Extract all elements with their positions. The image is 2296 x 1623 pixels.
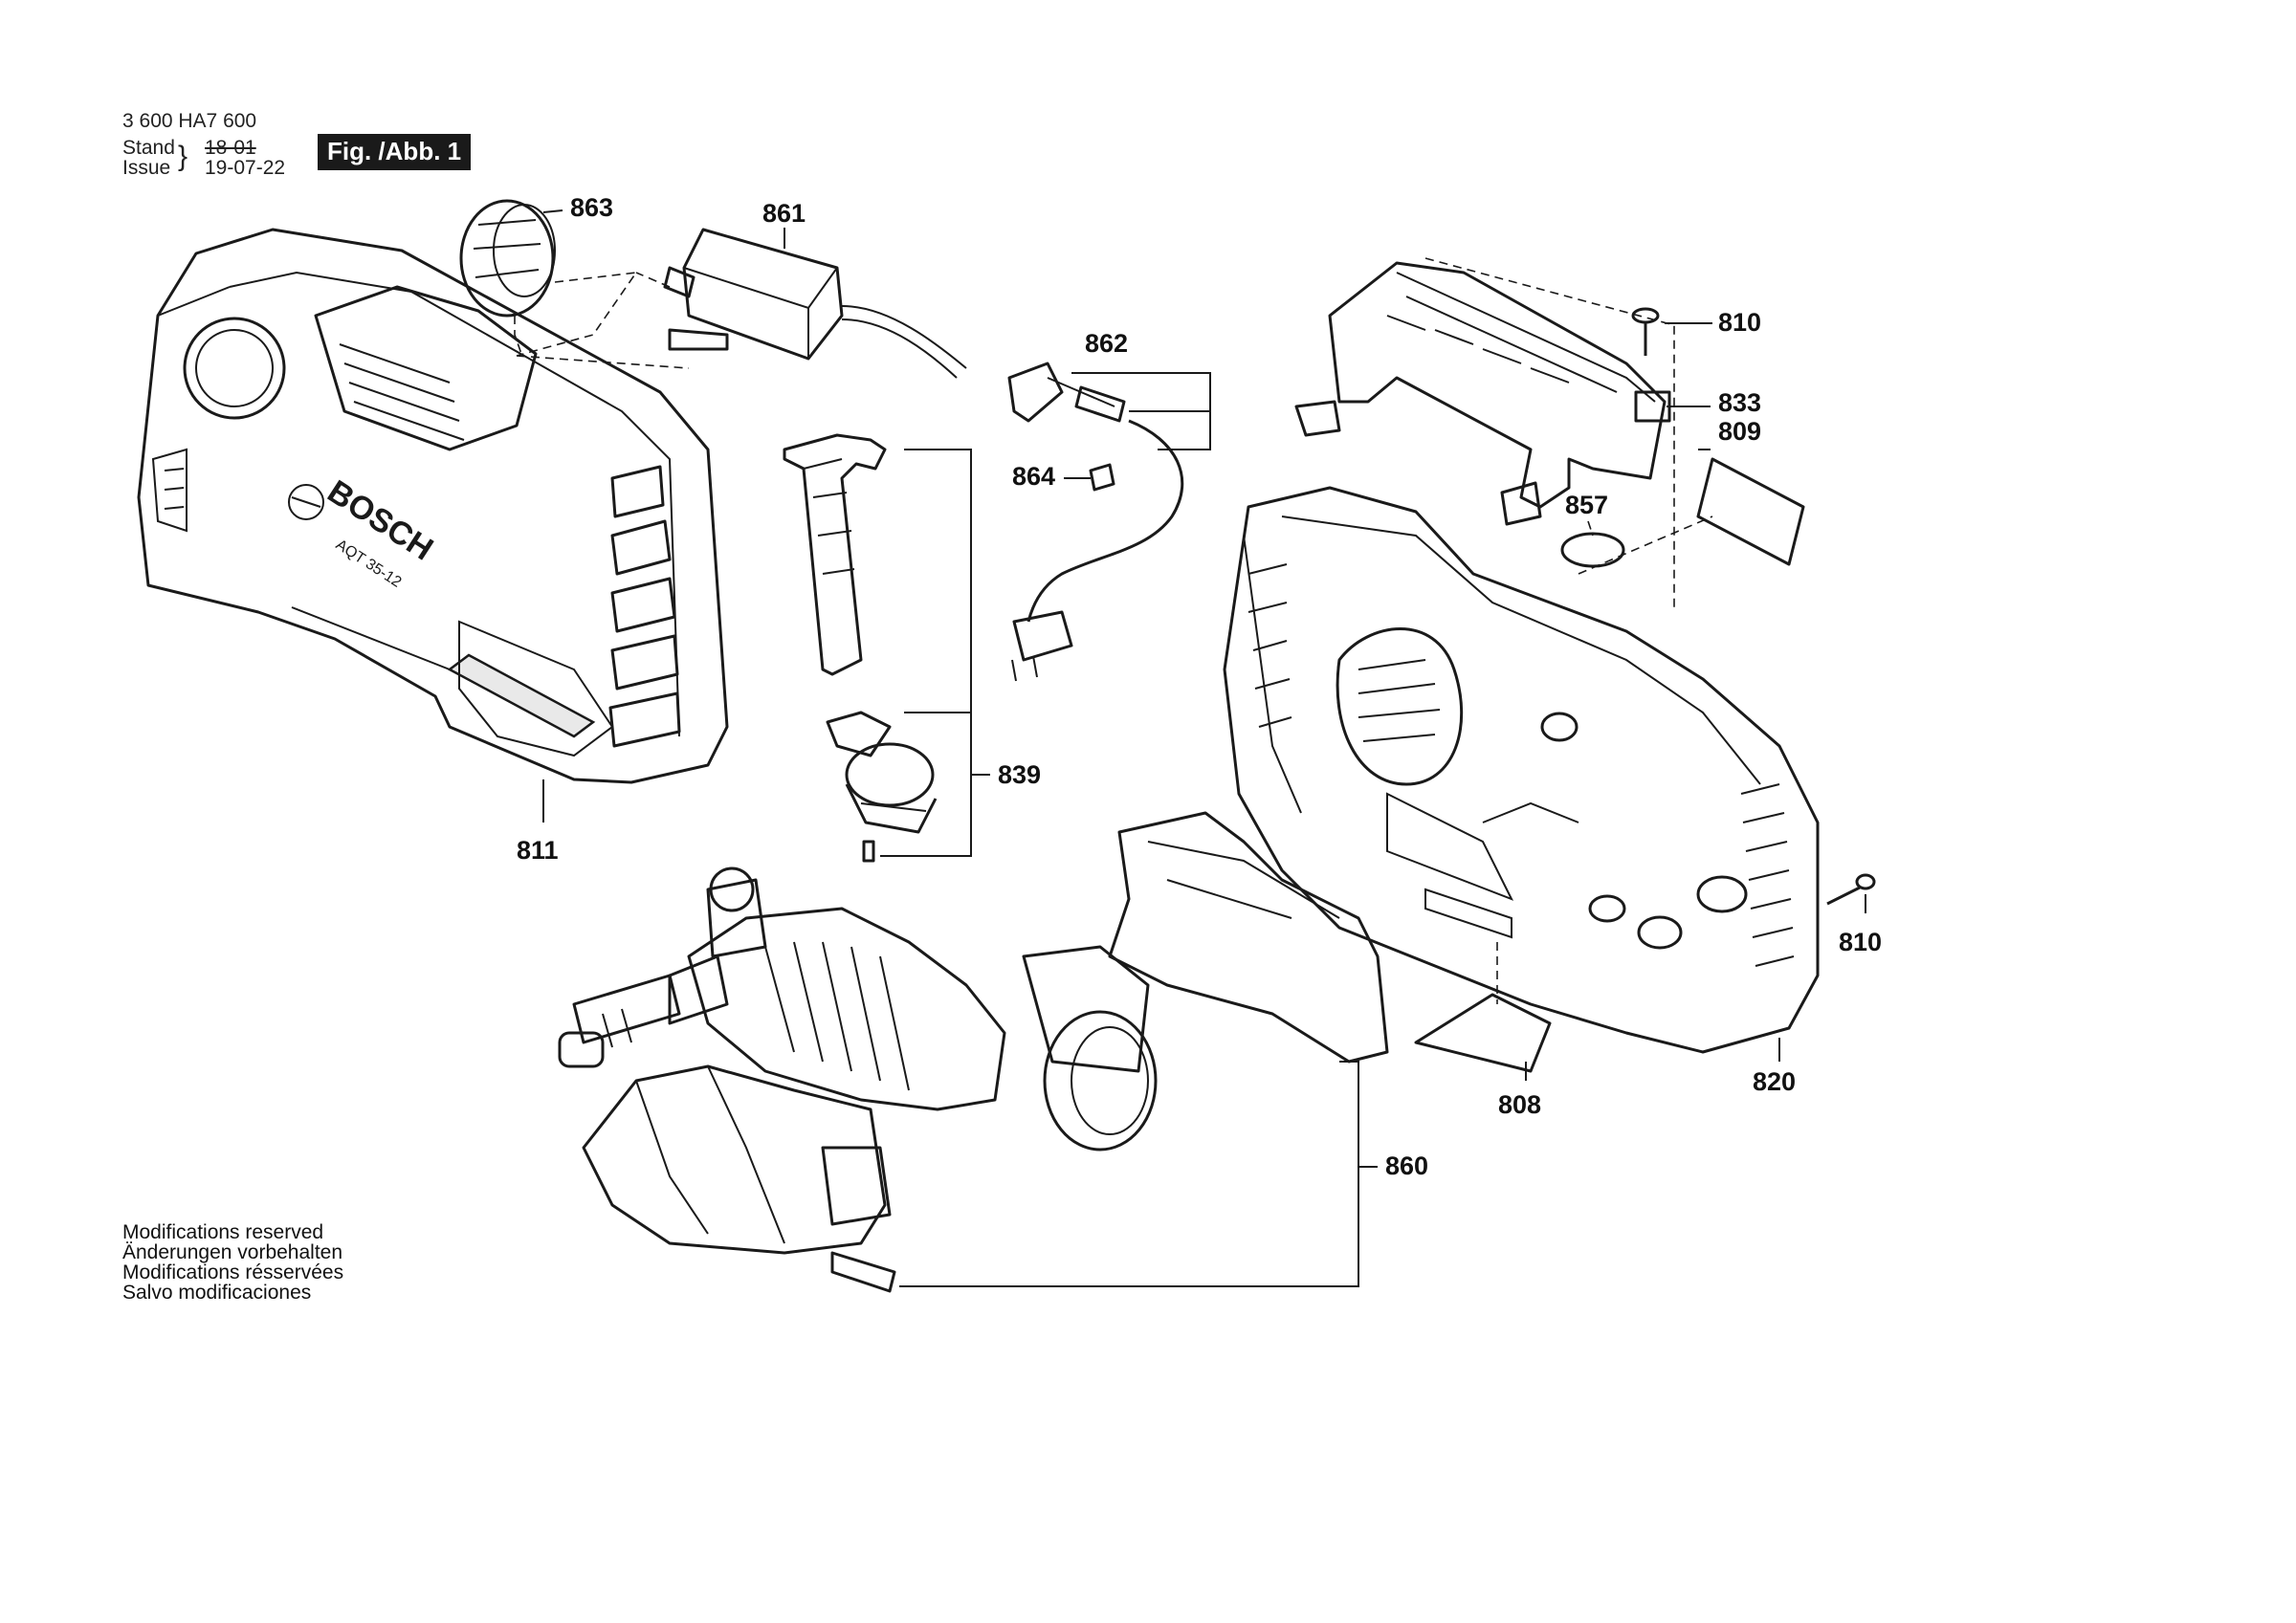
- switch-box-861: [663, 228, 967, 379]
- screw-810-right: [1826, 873, 1876, 906]
- power-cord-862: [1007, 362, 1184, 682]
- notice-line-en: Modifications reserved: [122, 1221, 324, 1243]
- document-number: 3 600 HA7 600: [122, 110, 257, 132]
- issue-label: Issue: [122, 157, 171, 179]
- cap-857: [1560, 520, 1625, 568]
- screw-810-top: [1631, 307, 1660, 356]
- clip-864: [1089, 463, 1115, 492]
- callout-808: 808: [1498, 1090, 1542, 1119]
- rear-housing-820: [1223, 486, 1820, 1054]
- callout-861: 861: [762, 199, 806, 228]
- label-808: [1414, 993, 1552, 1073]
- housing-cover-811: BOSCH AQT 35-12: [137, 228, 729, 784]
- callout-839: 839: [998, 760, 1042, 789]
- notice-line-es: Salvo modificaciones: [122, 1282, 312, 1304]
- frame-833: [1294, 261, 1671, 526]
- knob-863: [459, 199, 556, 318]
- label-809: [1696, 457, 1805, 566]
- stand-label: Stand: [122, 137, 175, 159]
- notice-line-fr: Modifications résservées: [122, 1261, 344, 1283]
- brace-glyph: }: [178, 141, 188, 172]
- figure-label-badge: Fig. /Abb. 1: [318, 134, 472, 170]
- callout-810-top: 810: [1718, 308, 1762, 337]
- callout-820: 820: [1753, 1067, 1797, 1096]
- callout-862: 862: [1085, 329, 1129, 358]
- callout-863: 863: [570, 193, 614, 222]
- callout-857: 857: [1565, 491, 1609, 519]
- callout-810-right: 810: [1839, 928, 1883, 956]
- notice-line-de: Änderungen vorbehalten: [122, 1241, 343, 1263]
- callout-860: 860: [1385, 1151, 1429, 1180]
- stand-value: 18-01: [205, 137, 256, 159]
- callout-833: 833: [1718, 388, 1762, 417]
- modifications-notice: Modifications reserved Änderungen vorbeh…: [122, 1222, 343, 1303]
- callout-864: 864: [1012, 462, 1056, 491]
- issue-value: 19-07-22: [205, 157, 286, 179]
- callout-809: 809: [1718, 417, 1762, 446]
- callout-811: 811: [517, 836, 559, 865]
- holder-839: [783, 433, 938, 863]
- motor-pump-assembly-860: [558, 811, 1389, 1293]
